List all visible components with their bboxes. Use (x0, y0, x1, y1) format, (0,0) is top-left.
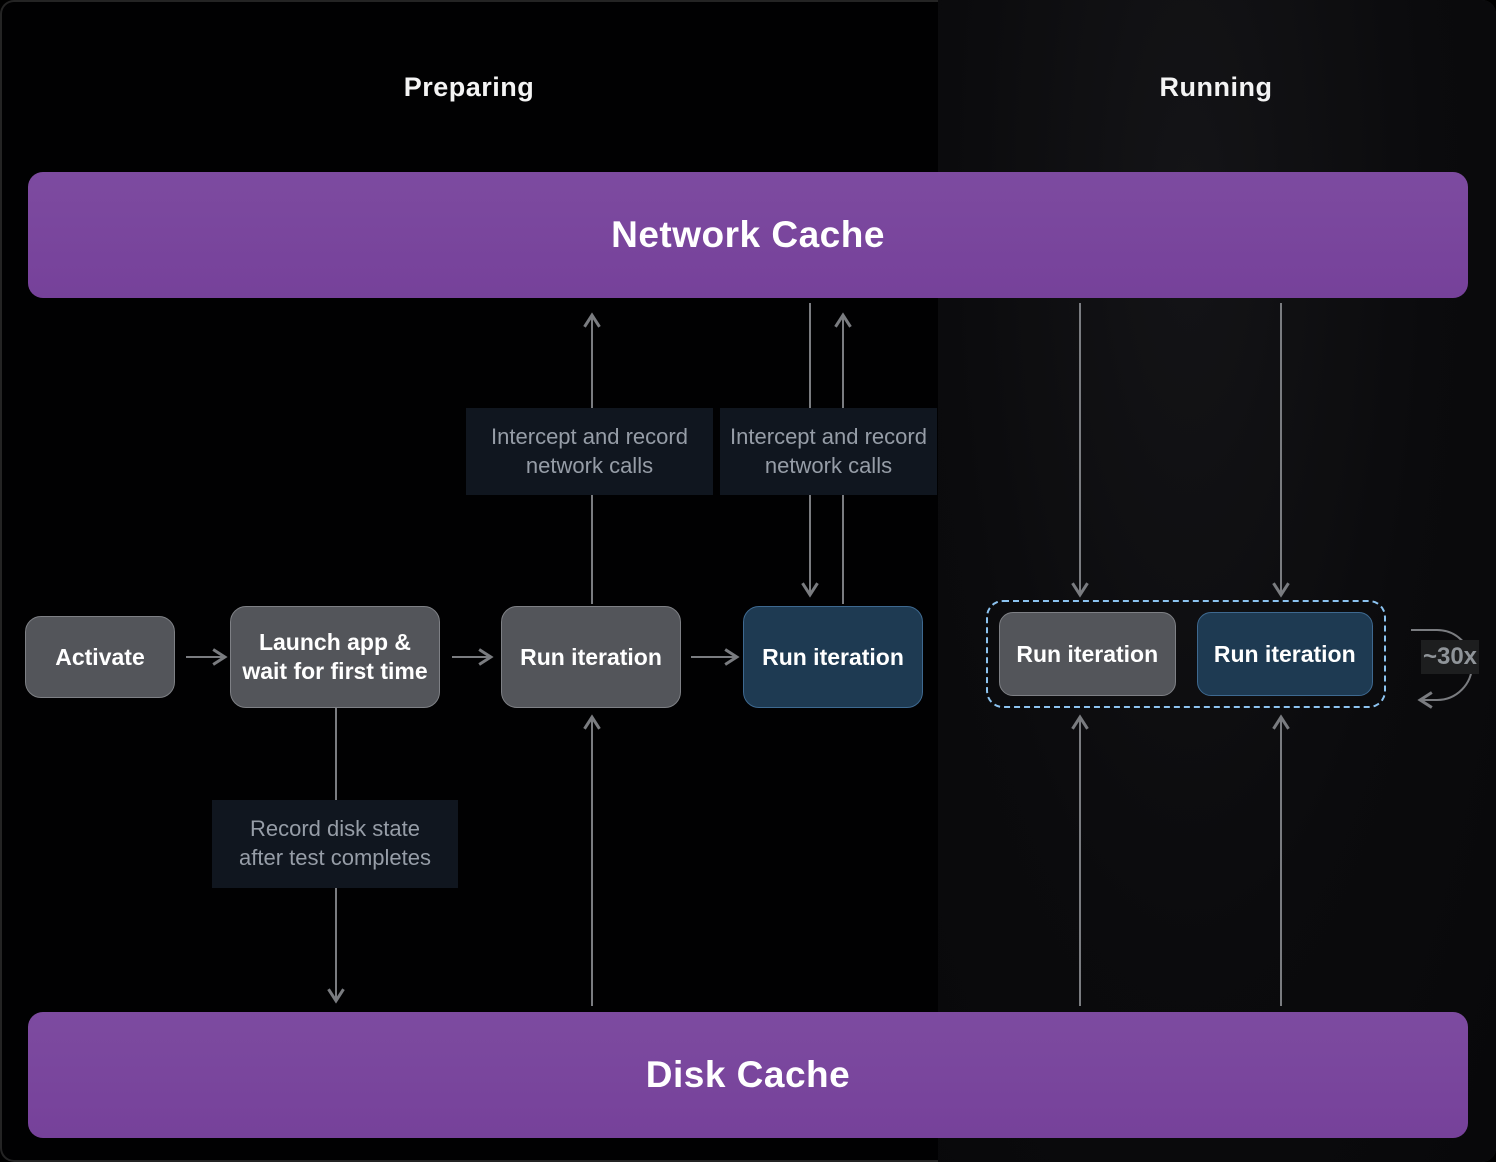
node-run-iteration-record: Run iteration (501, 606, 681, 708)
node-run-iteration-replay: Run iteration (743, 606, 923, 708)
repeat-count-badge: ~30x (1421, 640, 1479, 674)
section-title-preparing: Preparing (403, 72, 535, 102)
note-intercept-replay: Intercept and record network calls (720, 408, 937, 495)
node-running-run-iteration-replay: Run iteration (1196, 612, 1373, 696)
note-intercept-record: Intercept and record network calls (466, 408, 713, 495)
node-activate: Activate (25, 616, 175, 698)
section-title-running: Running (1159, 72, 1273, 102)
running-iteration-group: Run iteration Run iteration (986, 600, 1386, 708)
node-running-run-iteration-record: Run iteration (999, 612, 1176, 696)
note-record-disk-state: Record disk state after test completes (212, 800, 458, 888)
disk-cache-bar: Disk Cache (28, 1012, 1468, 1138)
node-launch-app: Launch app & wait for first time (230, 606, 440, 708)
network-cache-bar: Network Cache (28, 172, 1468, 298)
